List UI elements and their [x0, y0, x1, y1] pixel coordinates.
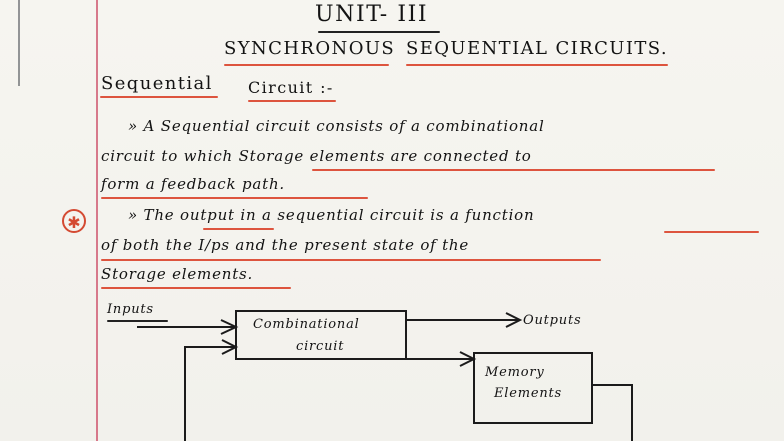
page-margin-line — [96, 0, 98, 441]
paragraph1-line3: form a feedback path. — [101, 175, 285, 193]
subtitle-underline-left — [224, 64, 389, 66]
paragraph2-underline-output — [203, 228, 274, 230]
paragraph1-underline-storage — [312, 169, 715, 171]
section-heading-underline — [100, 96, 218, 98]
section-heading-underline-2 — [248, 100, 336, 102]
memory-input-arrow-icon — [459, 351, 477, 367]
feedback-arrow-icon — [221, 339, 239, 355]
paragraph2-line3: Storage elements. — [101, 265, 254, 283]
combinational-circuit-box — [235, 310, 407, 360]
subtitle-underline-right — [406, 64, 668, 66]
paragraph2-line2: of both the I/ps and the present state o… — [101, 236, 470, 254]
paragraph1-underline-form-feedback — [101, 197, 368, 199]
memory-label-line2: Elements — [494, 386, 563, 401]
paragraph2-underline-function — [664, 231, 759, 233]
input-arrow-icon — [220, 319, 239, 335]
page-title: UNIT- III — [315, 2, 429, 27]
star-icon: ✱ — [62, 209, 86, 233]
paragraph2-underline-main — [101, 259, 601, 261]
diagram-inputs-underline — [107, 320, 168, 322]
output-arrow-icon — [505, 312, 523, 328]
diagram-inputs-label: Inputs — [107, 302, 154, 317]
combinational-label-line1: Combinational — [253, 317, 360, 332]
paragraph1-line1: » A Sequential circuit consists of a com… — [128, 117, 545, 135]
memory-elements-box — [473, 352, 593, 424]
diagram-outputs-label: Outputs — [523, 313, 582, 328]
section-heading-circuit: Circuit :- — [248, 78, 334, 97]
paragraph2-line1: » The output in a sequential circuit is … — [128, 206, 535, 224]
paragraph1-line2: circuit to which Storage elements are co… — [101, 147, 532, 165]
feedback-right-line — [592, 384, 633, 441]
title-underline — [318, 31, 440, 33]
section-heading-sequential: Sequential — [101, 73, 213, 94]
paragraph2-underline-storage — [101, 287, 291, 289]
subtitle-synchronous: SYNCHRONOUS — [224, 38, 396, 59]
subtitle-sequential-circuits: SEQUENTIAL CIRCUITS. — [406, 38, 668, 59]
combinational-label-line2: circuit — [296, 339, 345, 354]
memory-label-line1: Memory — [485, 365, 545, 380]
feedback-left-line — [184, 346, 236, 441]
left-binding-rule — [18, 0, 20, 86]
